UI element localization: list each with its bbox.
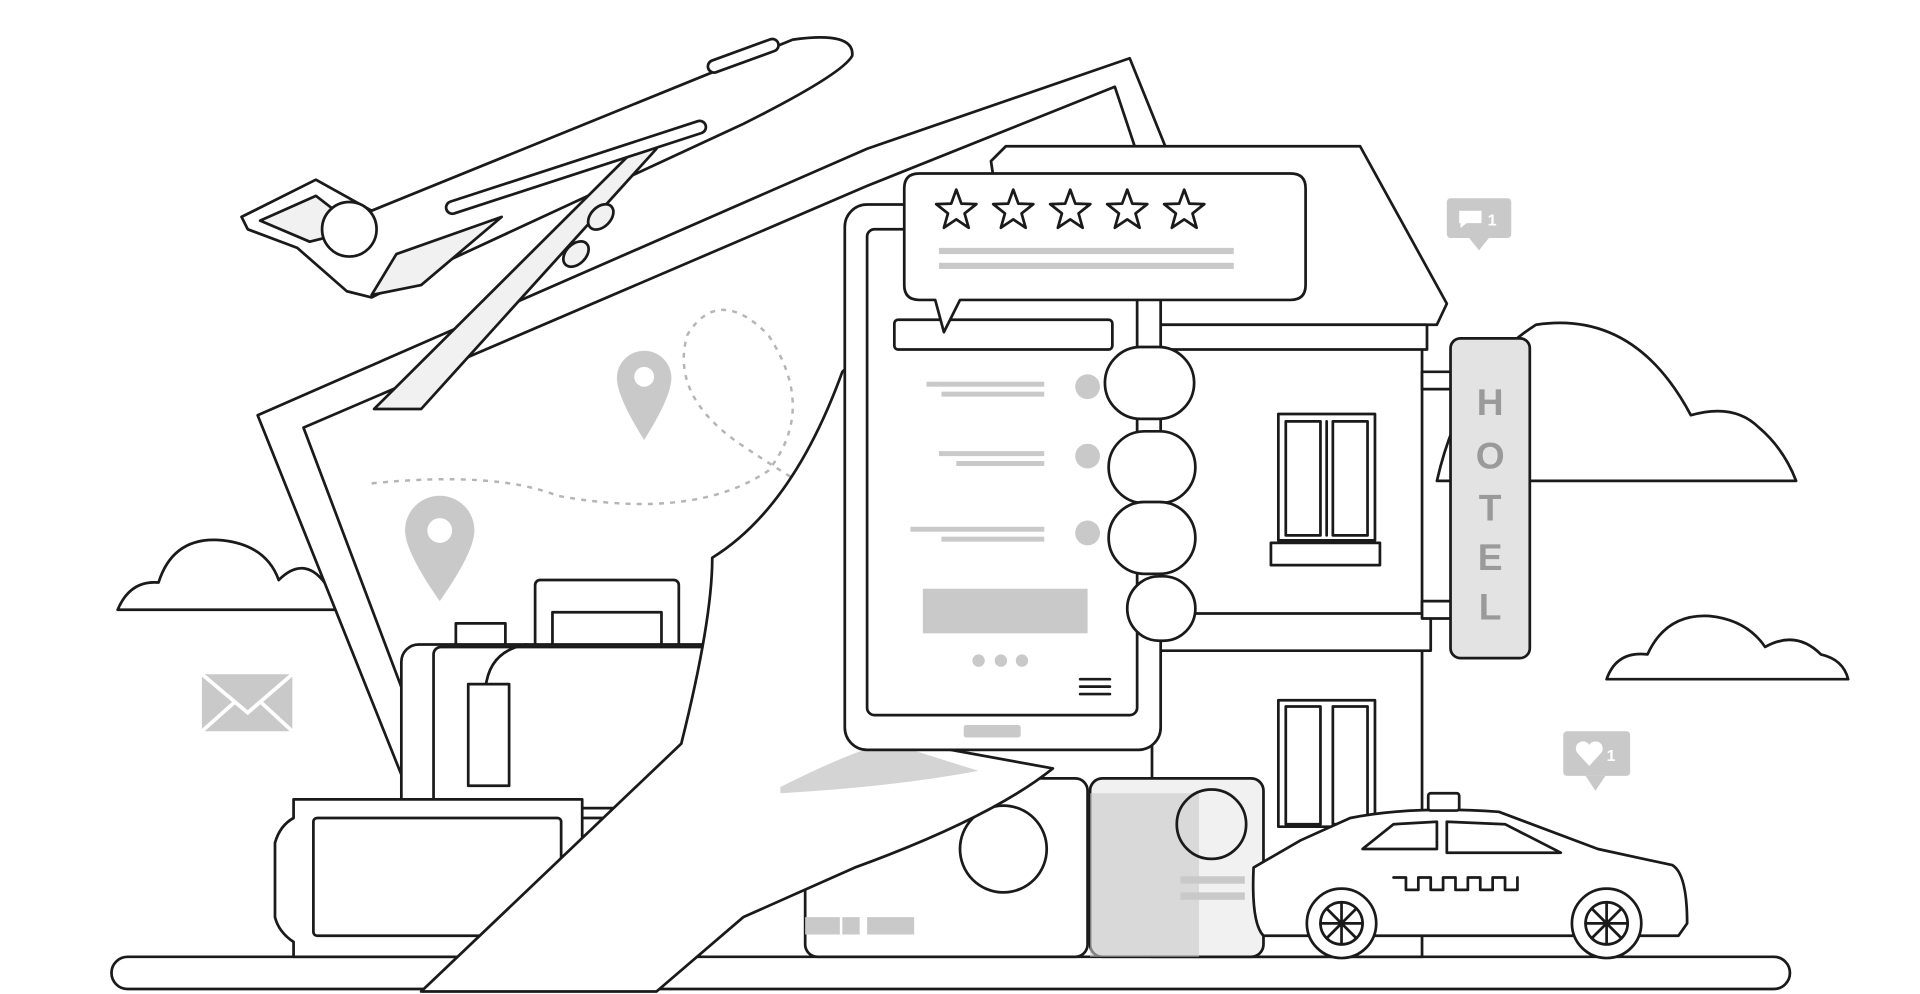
map-pin-icon-2 [405,495,475,602]
hotel-sign-letter: H [1477,381,1504,423]
map-pin-dot [634,366,655,387]
star-icon [934,188,978,230]
hotel-window-lower [1276,698,1377,829]
airplane [240,36,854,411]
map-pin-icon [616,350,672,440]
taxi [1251,791,1689,960]
comment-badge: 1 [1446,198,1512,251]
hotel-sign-letter: L [1479,586,1502,628]
like-badge: 1 [1563,731,1631,791]
hotel-sign: H O T E L [1420,336,1532,660]
ground-line [110,955,1792,991]
heart-icon [1575,741,1603,766]
phone-screen [865,227,1139,717]
taxi-wheel [1570,887,1643,960]
hotel-sign-letter: O [1476,434,1505,476]
hand-holding-phone [419,203,1197,993]
taxi-checker-stripe [1392,876,1519,892]
star-icon [1162,188,1206,230]
hotel-window-upper [1269,412,1382,567]
review-card [902,172,1307,334]
star-icon [1048,188,1092,230]
hotel-sign-letter: E [1478,536,1503,578]
phone-screen-button [922,588,1088,634]
map-pin-dot-2 [427,518,453,543]
star-icon [1105,188,1149,230]
star-icon [991,188,1035,230]
cloud-right-small [1605,614,1850,681]
envelope-icon [200,672,294,733]
taxi-wheel [1305,887,1378,960]
map-route [371,308,868,522]
like-count: 1 [1607,747,1616,765]
comment-count: 1 [1488,212,1497,230]
hotel-sign-letter: T [1479,487,1502,529]
speech-bubble-icon [1459,210,1482,229]
